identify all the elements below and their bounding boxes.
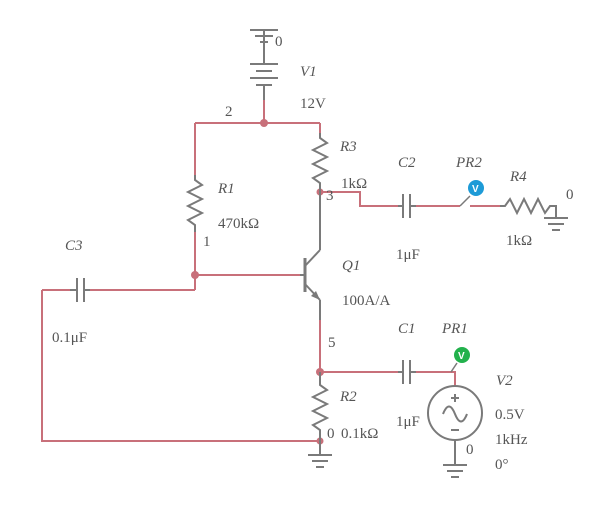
transistor-q1[interactable]	[300, 192, 321, 320]
c2-name: C2	[398, 155, 416, 171]
node5-label: 5	[328, 335, 336, 351]
ground-v2	[443, 464, 467, 478]
v1-ground-node-label: 0	[275, 34, 283, 50]
wire-node3-to-c2[interactable]	[320, 191, 398, 207]
pr2-badge: V	[472, 184, 479, 195]
v2-ground-node-label: 0	[466, 442, 474, 458]
resistor-r3[interactable]	[310, 133, 330, 192]
ac-source-v2[interactable]	[427, 385, 483, 465]
pr1-name: PR1	[441, 321, 468, 337]
r2-name: R2	[339, 389, 357, 405]
c3-value: 0.1μF	[52, 330, 87, 346]
v2-name: V2	[496, 373, 513, 389]
v2-phase: 0°	[495, 457, 509, 473]
c1-value: 1μF	[396, 414, 420, 430]
resistor-r2[interactable]	[310, 372, 330, 455]
v2-frequency: 1kHz	[495, 432, 528, 448]
probe-pr2[interactable]: V	[459, 180, 484, 207]
resistor-r1[interactable]	[185, 175, 205, 232]
r4-value: 1kΩ	[506, 233, 532, 249]
node3-label: 3	[326, 188, 334, 204]
junction-node2[interactable]	[260, 119, 268, 127]
q1-name: Q1	[342, 258, 360, 274]
c2-value: 1μF	[396, 247, 420, 263]
r2-value: 0.1kΩ	[341, 426, 378, 442]
v2-amplitude: 0.5V	[495, 407, 525, 423]
ground-r4	[544, 217, 568, 231]
node2-label: 2	[225, 104, 233, 120]
r1-name: R1	[217, 181, 235, 197]
c1-name: C1	[398, 321, 416, 337]
junction-node1[interactable]	[191, 271, 199, 279]
resistor-r4[interactable]	[500, 196, 557, 218]
pr2-name: PR2	[455, 155, 482, 171]
v1-name: V1	[300, 64, 317, 80]
capacitor-c3[interactable]	[70, 278, 90, 302]
wires	[41, 100, 500, 442]
battery-v1[interactable]	[250, 29, 278, 100]
capacitor-c2[interactable]	[398, 194, 416, 218]
v1-value: 12V	[300, 96, 326, 112]
q1-value: 100A/A	[342, 293, 391, 309]
probe-pr1[interactable]: V	[450, 347, 470, 373]
r3-name: R3	[339, 139, 357, 155]
r2-ground-node-label: 0	[327, 426, 335, 442]
wire-c3-loop[interactable]	[41, 290, 320, 442]
r4-ground-node-label: 0	[566, 187, 574, 203]
wire-c1-to-v2[interactable]	[416, 371, 456, 386]
r4-name: R4	[509, 169, 527, 185]
capacitor-c1[interactable]	[398, 360, 416, 384]
pr1-badge: V	[458, 351, 465, 362]
c3-name: C3	[65, 238, 83, 254]
r1-value: 470kΩ	[218, 216, 259, 232]
r3-value: 1kΩ	[341, 176, 367, 192]
node1-label: 1	[203, 234, 211, 250]
ground-r2	[308, 454, 332, 468]
